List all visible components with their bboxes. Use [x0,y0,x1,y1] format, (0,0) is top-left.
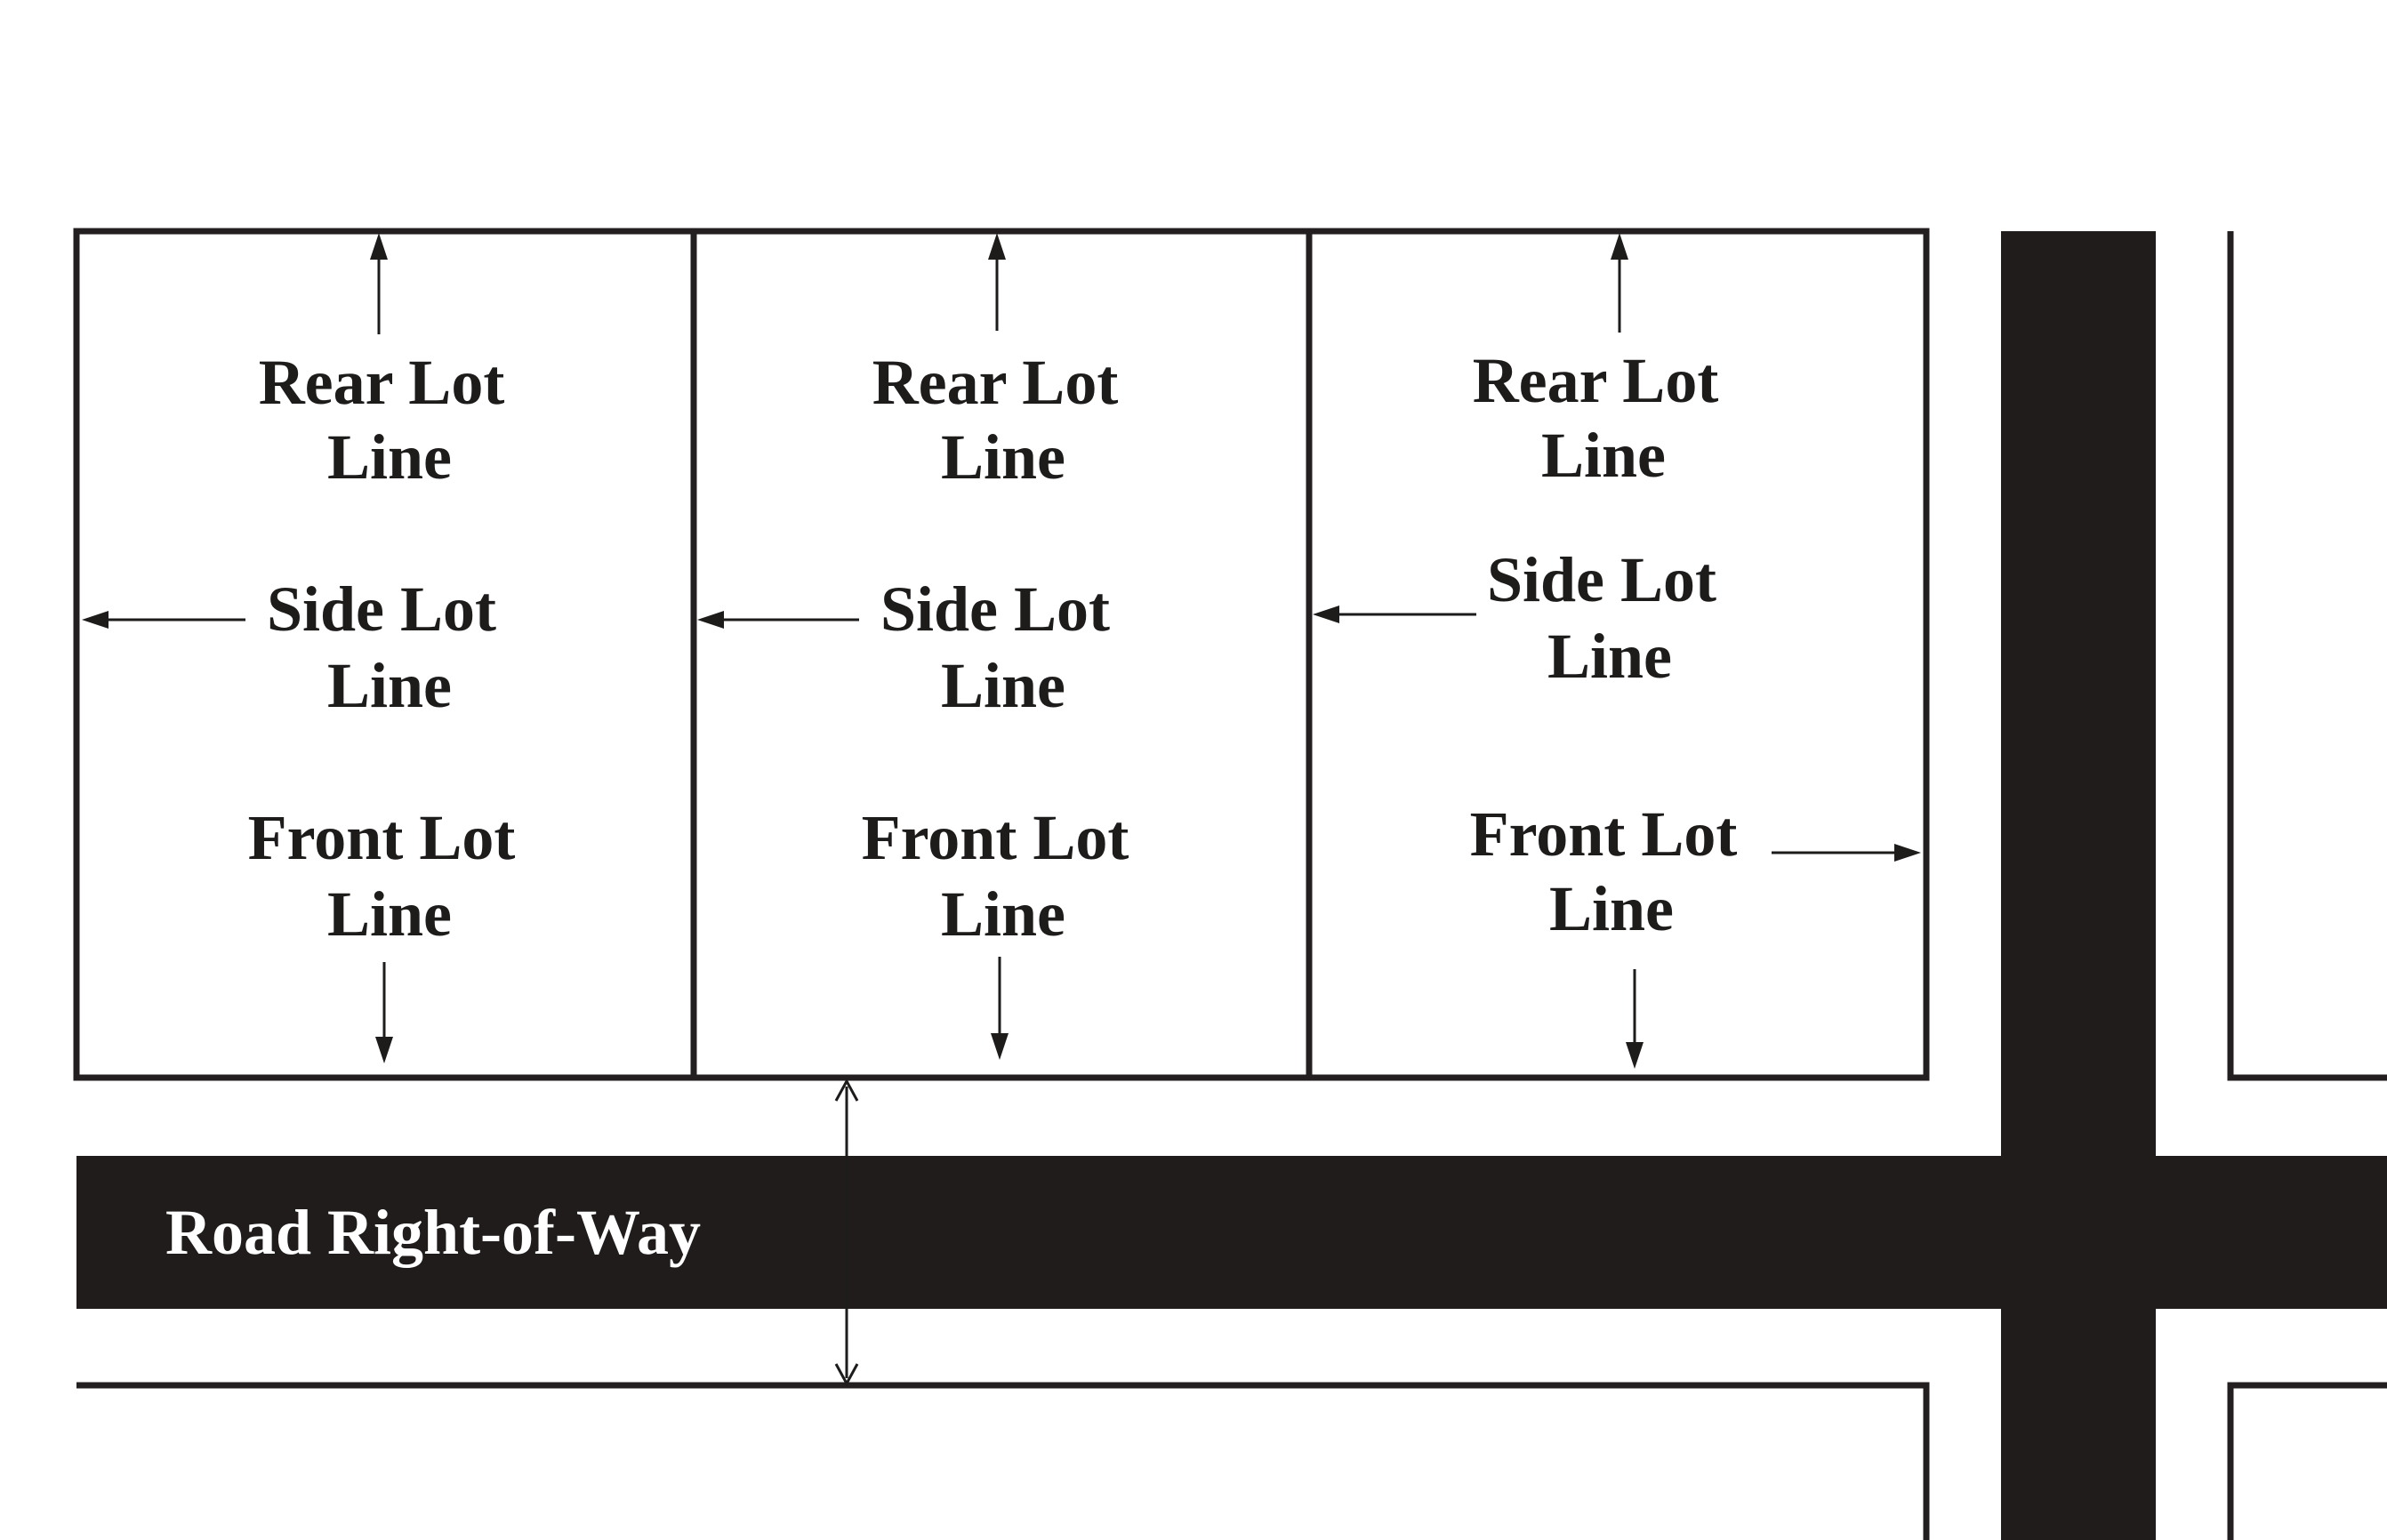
side-lot-arrow [82,611,245,629]
bottom-lot-outline [76,1382,1930,1540]
side-lot-arrow [1313,606,1476,623]
right-lot-bottom-outline [2227,1382,2387,1540]
right-lot-top-outline [2227,231,2387,1081]
lot-2: Rear Lot Line Side Lot Line Front Lot Li… [697,233,1145,1060]
front-lot-arrow [1626,969,1644,1069]
side-lot-label: Side Lot Line [880,573,1126,721]
road-right-of-way-label: Road Right-of-Way [165,1197,701,1268]
rear-lot-label: Rear Lot Line [1473,345,1735,491]
lot-outlines [73,228,1930,1081]
rear-lot-arrow [1611,233,1628,333]
side-lot-label: Side Lot Line [1487,544,1732,692]
side-lot-arrow [697,611,859,629]
right-of-way-width-arrow [834,1078,859,1387]
rear-lot-label: Rear Lot Line [872,347,1135,493]
rear-lot-label: Rear Lot Line [259,347,521,493]
rear-lot-arrow [370,233,388,334]
rear-lot-arrow [988,233,1006,331]
front-lot-label: Front Lot Line [862,802,1145,950]
front-lot-side-arrow [1772,844,1921,862]
side-lot-label: Side Lot Line [267,573,512,721]
front-lot-arrow [375,962,393,1063]
front-lot-label: Front Lot Line [248,802,532,950]
lot-3: Rear Lot Line Side Lot Line Front Lot Li… [1313,233,1921,1069]
front-lot-arrow [991,957,1009,1060]
lot-1: Rear Lot Line Side Lot Line Front Lot Li… [82,233,532,1063]
vertical-road [2001,231,2156,1540]
front-lot-label: Front Lot Line [1470,798,1754,944]
